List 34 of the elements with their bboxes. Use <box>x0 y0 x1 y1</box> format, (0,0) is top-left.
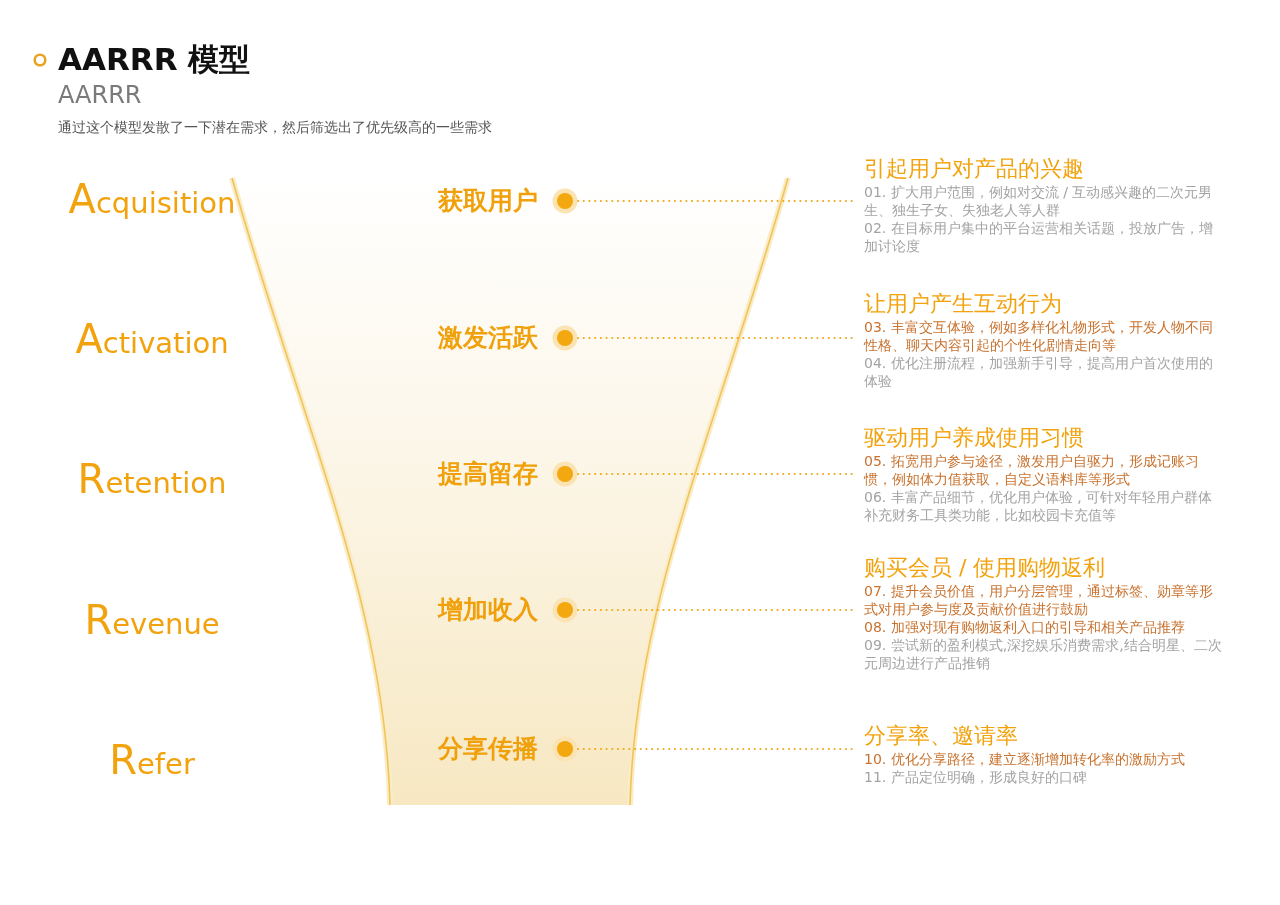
stage-name: Retention <box>77 458 227 504</box>
stage-label: 分享传播 <box>438 734 538 764</box>
stage-label: 激发活跃 <box>438 323 538 353</box>
item-text: 06. 丰富产品细节，优化用户体验 , 可针对年轻用户群体补充财务工具类功能，比如校园卡充值等 <box>864 488 1214 524</box>
leader-line <box>577 473 853 475</box>
section-heading: 让用户产生互动行为 <box>864 290 1063 318</box>
section-heading: 分享率、邀请率 <box>864 722 1019 750</box>
stage-label: 增加收入 <box>438 595 538 625</box>
section-heading: 购买会员 / 使用购物返利 <box>864 554 1107 582</box>
leader-line <box>577 200 853 202</box>
title: AARRR 模型 <box>58 41 251 77</box>
stage-name: Refer <box>109 739 195 785</box>
item-text: 08. 加强对现有购物返利入口的引导和相关产品推荐 <box>864 618 1186 636</box>
leader-line <box>577 609 853 611</box>
section-heading: 引起用户对产品的兴趣 <box>864 155 1085 183</box>
item-text: 04. 优化注册流程，加强新手引导，提高用户首次使用的体验 <box>864 354 1214 390</box>
item-text: 03. 丰富交互体验，例如多样化礼物形式，开发人物不同性格、聊天内容引起的个性化剧情走向等 <box>864 318 1214 354</box>
item-text: 01. 扩大用户范围，例如对交流 / 互动感兴趣的二次元男生、独生子女、失独老人等人群 <box>864 183 1214 219</box>
item-text: 09. 尝试新的盈利模式,深挖娱乐消费需求,结合明星、二次元周边进行产品推销 <box>864 636 1223 672</box>
item-text: 10. 优化分享路径，建立逐渐增加转化率的激励方式 <box>864 750 1186 768</box>
leader-line <box>577 748 853 750</box>
subtitle: AARRR <box>58 81 142 109</box>
item-text: 02. 在目标用户集中的平台运营相关话题，投放广告，增加讨论度 <box>864 219 1214 255</box>
description-text: 通过这个模型发散了一下潜在需求，然后筛选出了优先级高的一些需求 <box>58 118 492 136</box>
stage-name: Revenue <box>84 599 220 645</box>
stage-name: Acquisition <box>68 178 236 224</box>
leader-line <box>577 337 853 339</box>
stage-label: 提高留存 <box>438 459 538 489</box>
item-text: 07. 提升会员价值，用户分层管理，通过标签、勋章等形式对用户参与度及贡献价值进行鼓励 <box>864 582 1214 618</box>
section-heading: 驱动用户养成使用习惯 <box>864 424 1085 452</box>
stage-name: Activation <box>75 318 229 364</box>
stage-label: 获取用户 <box>438 186 538 216</box>
item-text: 11. 产品定位明确，形成良好的口碑 <box>864 768 1088 786</box>
item-text: 05. 拓宽用户参与途径，激发用户自驱力，形成记账习惯，例如体力值获取，自定义语料库等形式 <box>864 452 1200 488</box>
